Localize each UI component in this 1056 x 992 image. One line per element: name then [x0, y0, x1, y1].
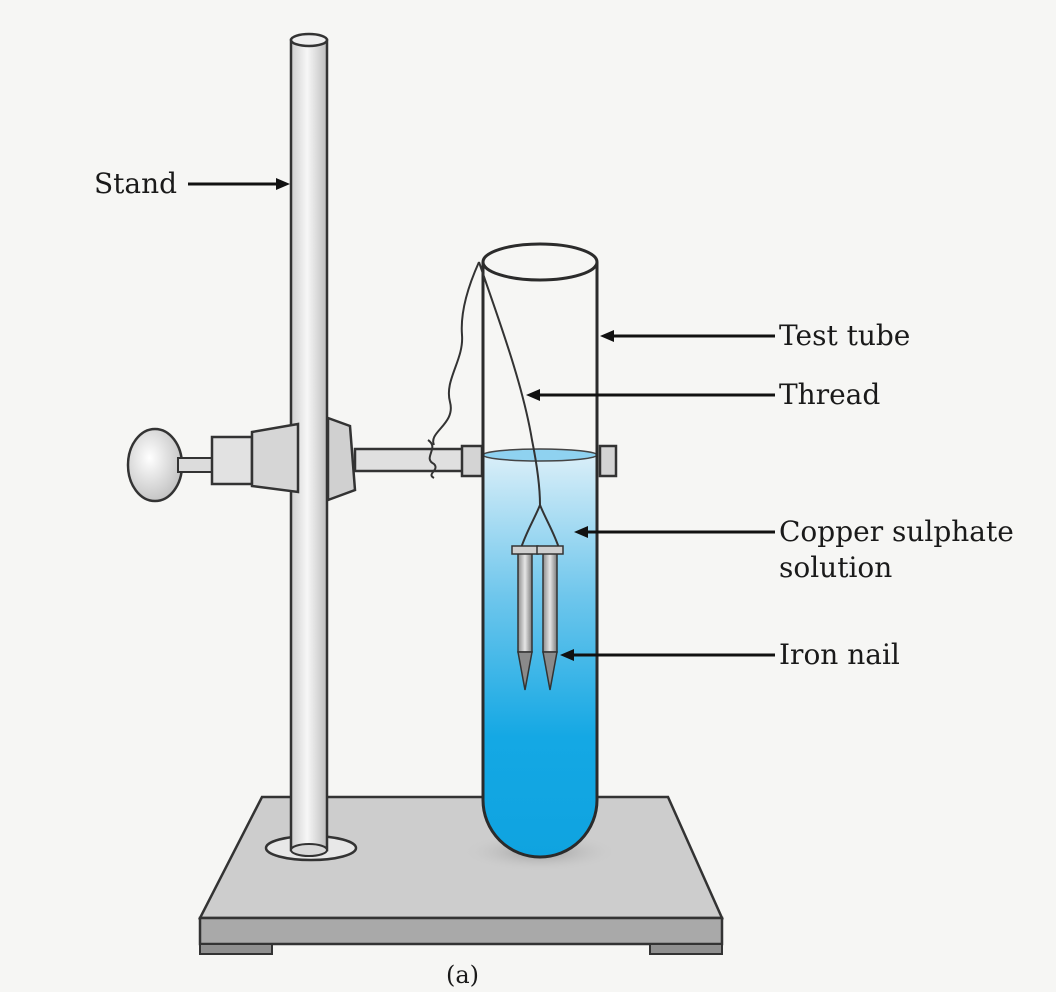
stand-label: Stand [94, 167, 178, 200]
clamp-knob [126, 422, 300, 503]
solution-label-line1: Copper sulphate [779, 515, 1014, 548]
iron-nails [511, 545, 564, 691]
iron-nail-label: Iron nail [779, 638, 900, 671]
test-tube-leader-arrow [600, 330, 775, 342]
thread-label: Thread [779, 378, 881, 411]
thread-leader-arrow [526, 389, 775, 401]
solution-leader-arrow [574, 526, 775, 538]
stand-base [197, 795, 724, 955]
iron-nail-leader-arrow [560, 649, 775, 661]
test-tube-label: Test tube [779, 319, 911, 352]
figure-caption: (a) [446, 961, 480, 989]
clamp-boss [326, 416, 357, 502]
stand-leader-arrow [188, 178, 290, 190]
test-tube [481, 242, 599, 859]
solution-label-line2: solution [779, 551, 893, 584]
